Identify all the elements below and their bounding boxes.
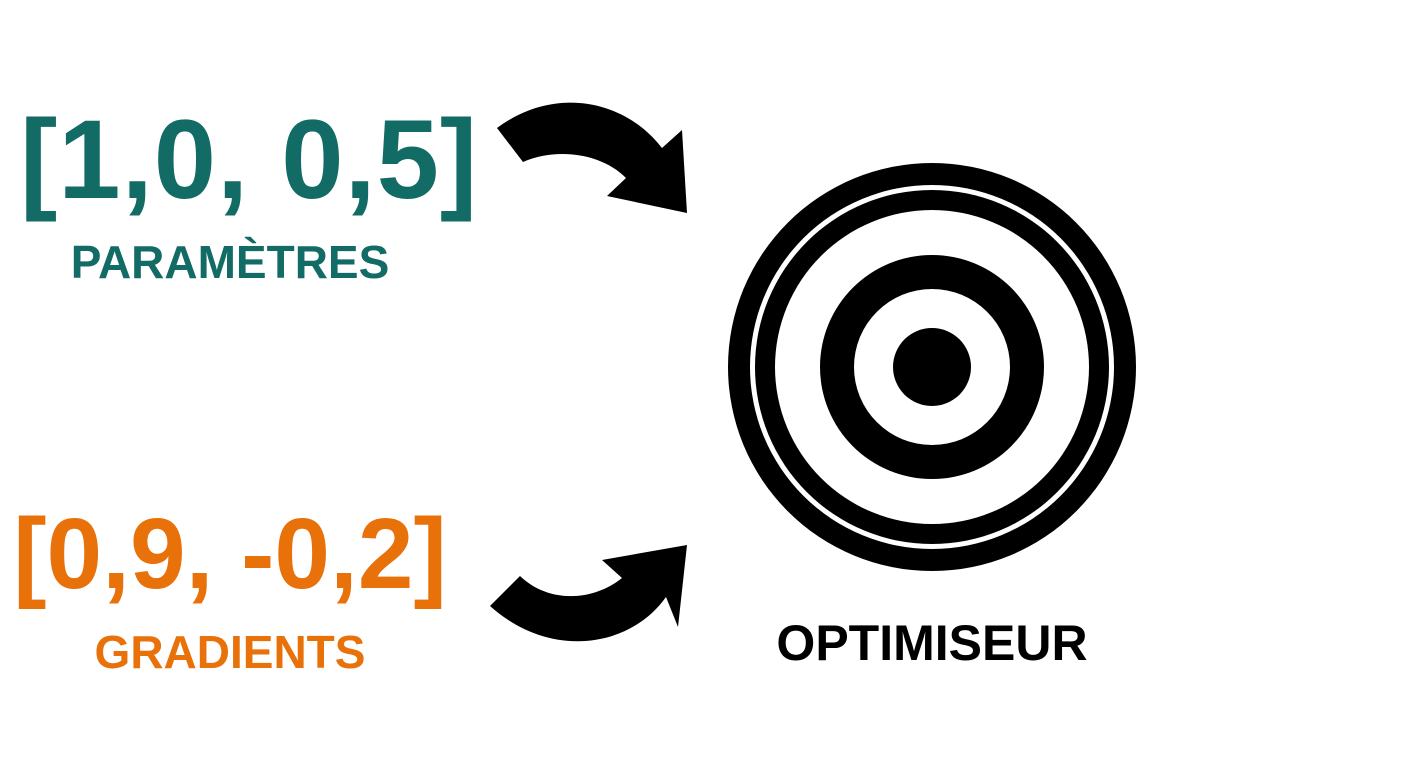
gradients-label: GRADIENTS <box>94 626 366 678</box>
top-curved-arrow-icon <box>497 102 687 213</box>
parameters-value: [1,0, 0,5] <box>20 97 479 222</box>
parameters-label: PARAMÈTRES <box>70 236 390 288</box>
target-icon <box>728 163 1136 571</box>
gradients-value: [0,9, -0,2] <box>13 498 447 610</box>
bottom-curved-arrow-icon <box>490 545 687 642</box>
optimizer-label: OPTIMISEUR <box>776 615 1088 671</box>
